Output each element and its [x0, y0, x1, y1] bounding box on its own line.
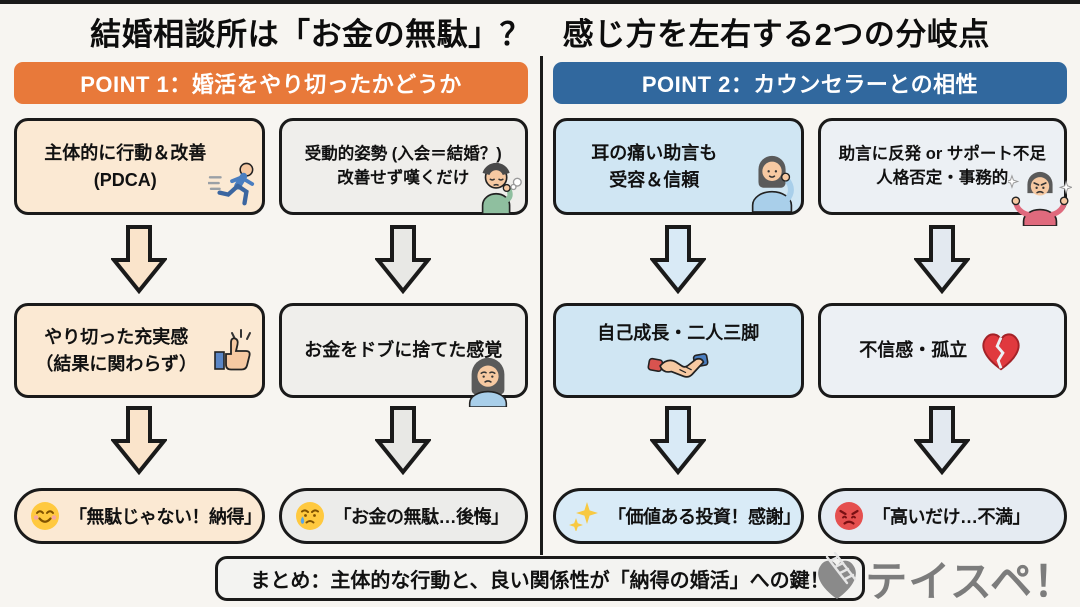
point1-mid-right-box: お金をドブに捨てた感覚: [278, 303, 528, 408]
point1-negative-branch: 受動的姿勢 (入会＝結婚？) 改善せず嘆くだけ: [278, 118, 529, 544]
down-arrow-icon: [14, 398, 265, 482]
sparkles-icon: [569, 501, 599, 532]
angry-shrug-woman-icon: [1004, 168, 1074, 227]
point2-result-right-text: 「高いだけ…不満」: [872, 507, 1031, 527]
point1-result-right-pill: 「お金の無駄…後悔」: [278, 488, 528, 544]
angry-emoji-icon: [834, 501, 864, 531]
point2-top-left-text: 耳の痛い助言も 受容＆信頼: [591, 143, 718, 190]
sad-woman-icon: [463, 353, 513, 408]
point1-mid-right-text: お金をドブに捨てた感覚: [304, 340, 503, 361]
site-logo: テイスペ！: [810, 548, 1076, 607]
point1-top-right-box: 受動的姿勢 (入会＝結婚？) 改善せず嘆くだけ: [278, 118, 528, 215]
point1-result-left-pill: 「無駄じゃない！納得」: [14, 488, 265, 544]
point2-negative-branch: 助言に反発 or サポート不足 人格否定・事務的: [817, 118, 1074, 544]
point1-result-left-text: 「無駄じゃない！納得」: [69, 507, 262, 527]
listening-woman-icon: [748, 150, 798, 213]
cry-emoji-icon: [295, 501, 325, 531]
point2-mid-left-box: 自己成長・二人三脚: [553, 303, 804, 398]
page-title: 結婚相談所は「お金の無駄」？ 感じ方を左右する2つの分岐点: [90, 17, 990, 52]
point2-result-left-text: 「価値ある投資！感謝」: [608, 507, 801, 527]
column-divider: [540, 56, 543, 555]
handshake-icon: [647, 347, 709, 381]
broken-heart-icon: [977, 329, 1025, 373]
down-arrow-icon: [553, 215, 804, 303]
point1-branches: 主体的に行動＆改善 (PDCA): [14, 118, 528, 544]
point2-top-right-box: 助言に反発 or サポート不足 人格否定・事務的: [817, 118, 1074, 227]
down-arrow-icon: [14, 215, 265, 303]
top-border: [0, 0, 1080, 4]
point1-top-right-text: 受動的姿勢 (入会＝結婚？) 改善せず嘆くだけ: [304, 144, 502, 187]
point2-positive-branch: 耳の痛い助言も 受容＆信頼: [553, 118, 804, 544]
logo-text: テイスペ！: [865, 558, 1076, 605]
point2-branches: 耳の痛い助言も 受容＆信頼: [553, 118, 1074, 544]
point2-top-right-text: 助言に反発 or サポート不足 人格否定・事務的: [838, 144, 1046, 187]
point1-top-left-text: 主体的に行動＆改善 (PDCA): [44, 143, 207, 190]
down-arrow-icon: [818, 215, 1068, 303]
smile-emoji-icon: [30, 501, 60, 531]
down-arrow-icon: [279, 215, 529, 303]
heart-ladder-logo-icon: [810, 551, 864, 606]
point1-positive-branch: 主体的に行動＆改善 (PDCA): [14, 118, 265, 544]
point1-top-left-box: 主体的に行動＆改善 (PDCA): [14, 118, 265, 215]
point1-header: POINT 1：婚活をやり切ったかどうか: [14, 62, 528, 104]
point1-result-right-text: 「お金の無駄…後悔」: [333, 507, 510, 527]
point2-mid-left-text: 自己成長・二人三脚: [597, 322, 760, 343]
point2-result-left-pill: 「価値ある投資！感謝」: [553, 488, 804, 544]
point1-mid-left-text: やり切った充実感 （結果に関わらず）: [35, 327, 198, 374]
point2-header: POINT 2：カウンセラーとの相性: [553, 62, 1067, 104]
down-arrow-icon: [279, 398, 529, 482]
point1-mid-left-box: やり切った充実感 （結果に関わらず）: [14, 303, 265, 398]
point2-mid-right-box: 不信感・孤立: [817, 303, 1067, 398]
point2-top-left-box: 耳の痛い助言も 受容＆信頼: [553, 118, 804, 215]
point2-column: POINT 2：カウンセラーとの相性 耳の痛い助言も 受容＆信頼: [553, 60, 1074, 544]
down-arrow-icon: [818, 398, 1068, 482]
point2-mid-right-text: 不信感・孤立: [859, 340, 968, 361]
down-arrow-icon: [553, 398, 804, 482]
running-person-icon: [206, 162, 258, 208]
sighing-person-icon: [476, 160, 522, 215]
thumbs-up-icon: [213, 326, 257, 372]
summary-bar: まとめ：主体的な行動と、良い関係性が「納得の婚活」への鍵！: [215, 556, 865, 601]
point2-result-right-pill: 「高いだけ…不満」: [817, 488, 1067, 544]
point1-column: POINT 1：婚活をやり切ったかどうか 主体的に行動＆改善 (PDCA): [14, 60, 528, 544]
